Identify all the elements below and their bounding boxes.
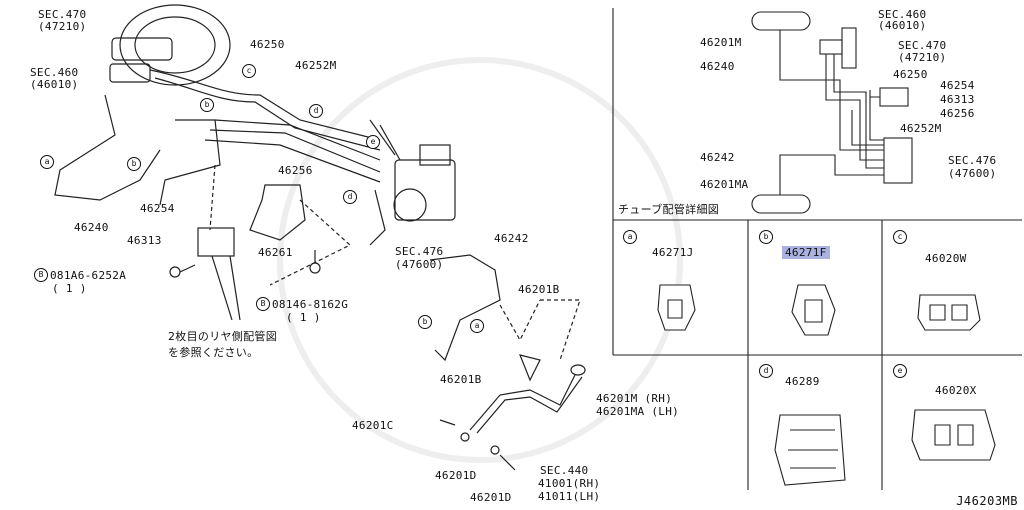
tag-c-1: c bbox=[242, 64, 256, 78]
label-46313: 46313 bbox=[127, 234, 162, 247]
detail-sec460: SEC.460 bbox=[878, 8, 927, 21]
note-rear-piping-line2: を参照ください。 bbox=[168, 346, 259, 359]
tag-b-1: b bbox=[127, 157, 141, 171]
label-46254: 46254 bbox=[140, 202, 175, 215]
label-sec476: SEC.476 bbox=[395, 245, 444, 258]
label-46201D-b: 46201D bbox=[470, 491, 512, 504]
label-sec460-sub: (46010) bbox=[30, 78, 79, 91]
clip-part-46271F-highlighted[interactable]: 46271F bbox=[782, 246, 830, 259]
clip-part-46020X[interactable]: 46020X bbox=[935, 384, 977, 397]
detail-46201M: 46201M bbox=[700, 36, 742, 49]
label-bolt-08146: 08146-8162G bbox=[272, 298, 349, 311]
clip-tag-a: a bbox=[623, 230, 637, 244]
tag-b-2: b bbox=[200, 98, 214, 112]
label-46252M: 46252M bbox=[295, 59, 337, 72]
diagram-reference-code: J46203MB bbox=[956, 494, 1018, 508]
label-sec470-sub: (47210) bbox=[38, 20, 87, 33]
tag-d-2: d bbox=[343, 190, 357, 204]
clip-46020X-shape bbox=[911, 409, 996, 461]
label-bolt-081A6: 081A6-6252A bbox=[50, 269, 127, 282]
clip-part-46289[interactable]: 46289 bbox=[785, 375, 820, 388]
label-46250: 46250 bbox=[250, 38, 285, 51]
tag-b-3: b bbox=[418, 315, 432, 329]
tag-a-1: a bbox=[40, 155, 54, 169]
label-46240: 46240 bbox=[74, 221, 109, 234]
detail-46254: 46254 bbox=[940, 79, 975, 92]
clip-tag-e: e bbox=[893, 364, 907, 378]
tag-B-1: B bbox=[34, 268, 48, 282]
detail-sec470: SEC.470 bbox=[898, 39, 947, 52]
label-46201B-lower: 46201B bbox=[440, 373, 482, 386]
brake-booster-shape bbox=[119, 4, 231, 86]
clip-tag-d: d bbox=[759, 364, 773, 378]
label-46256: 46256 bbox=[278, 164, 313, 177]
detail-46256: 46256 bbox=[940, 107, 975, 120]
label-46242: 46242 bbox=[494, 232, 529, 245]
detail-46250: 46250 bbox=[893, 68, 928, 81]
detail-sec476: SEC.476 bbox=[948, 154, 997, 167]
detail-caption: チューブ配管詳細図 bbox=[618, 203, 720, 216]
detail-sec470-sub: (47210) bbox=[898, 51, 947, 64]
label-sec470: SEC.470 bbox=[38, 8, 87, 21]
detail-46201MA: 46201MA bbox=[700, 178, 749, 191]
clip-tag-b: b bbox=[759, 230, 773, 244]
label-46201MA: 46201MA (LH) bbox=[596, 405, 680, 418]
label-46201B-upper: 46201B bbox=[518, 283, 560, 296]
clip-part-46271J[interactable]: 46271J bbox=[652, 246, 694, 259]
label-bolt-081A6-qty: ( 1 ) bbox=[52, 282, 87, 295]
detail-sec460-sub: (46010) bbox=[878, 19, 927, 32]
clip-tag-c: c bbox=[893, 230, 907, 244]
clip-part-46020W[interactable]: 46020W bbox=[925, 252, 967, 265]
note-rear-piping-line1: 2枚目のリヤ側配管図 bbox=[168, 330, 277, 343]
clip-46020W-shape bbox=[917, 294, 981, 331]
label-bolt-08146-qty: ( 1 ) bbox=[286, 311, 321, 324]
detail-46252M: 46252M bbox=[900, 122, 942, 135]
detail-46313: 46313 bbox=[940, 93, 975, 106]
label-sec440-lh: 41011(LH) bbox=[538, 490, 601, 503]
label-46201D-a: 46201D bbox=[435, 469, 477, 482]
tag-e-1: e bbox=[366, 135, 380, 149]
detail-46240: 46240 bbox=[700, 60, 735, 73]
label-46201M: 46201M (RH) bbox=[596, 392, 673, 405]
tag-d-1: d bbox=[309, 104, 323, 118]
tag-a-2: a bbox=[470, 319, 484, 333]
label-sec440: SEC.440 bbox=[540, 464, 589, 477]
label-sec460: SEC.460 bbox=[30, 66, 79, 79]
label-46201C: 46201C bbox=[352, 419, 394, 432]
detail-46242: 46242 bbox=[700, 151, 735, 164]
label-sec476-sub: (47600) bbox=[395, 258, 444, 271]
detail-sec476-sub: (47600) bbox=[948, 167, 997, 180]
tag-B-2: B bbox=[256, 297, 270, 311]
label-46261: 46261 bbox=[258, 246, 293, 259]
label-sec440-rh: 41001(RH) bbox=[538, 477, 601, 490]
